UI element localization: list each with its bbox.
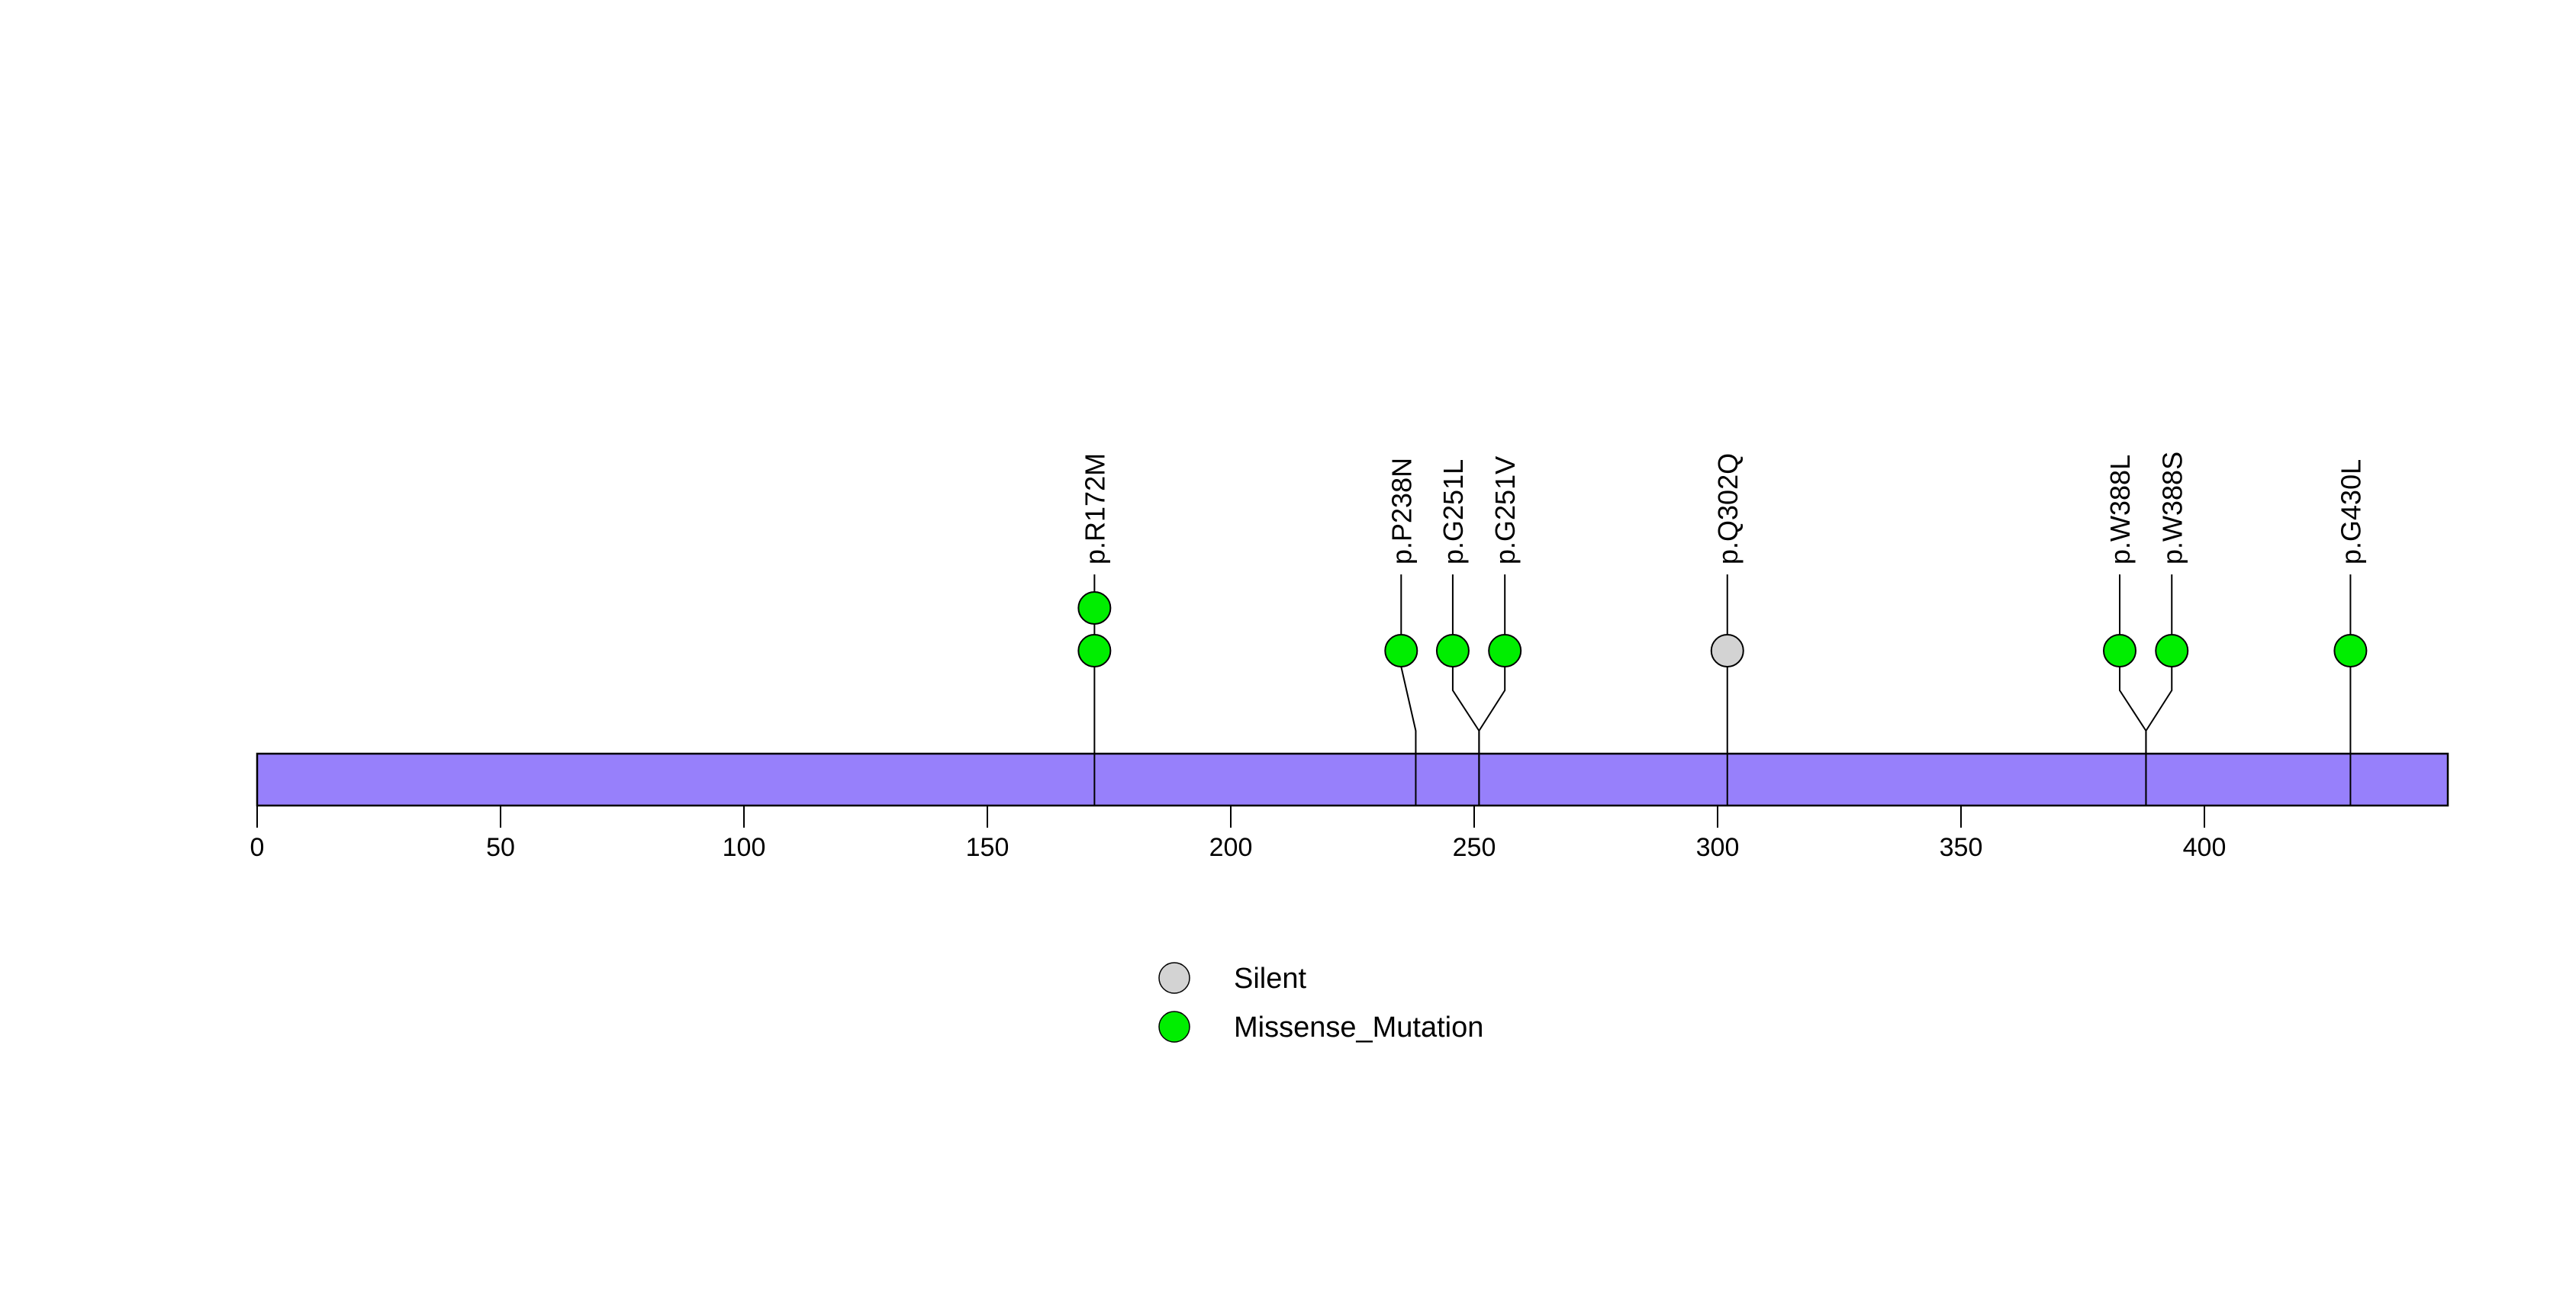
mutation-circle bbox=[1488, 634, 1522, 667]
mutation-stick bbox=[2145, 574, 2173, 806]
mutation-circle bbox=[1435, 634, 1470, 667]
mutation-circle bbox=[2333, 634, 2368, 667]
mutation-circle bbox=[1077, 634, 1112, 667]
mutation-label: p.R172M bbox=[1079, 453, 1110, 564]
mutation-circle bbox=[2155, 634, 2189, 667]
mutation-label: p.G430L bbox=[2335, 459, 2366, 564]
mutation-label: p.Q302Q bbox=[1712, 453, 1744, 564]
mutation-circle bbox=[2102, 634, 2136, 667]
legend-item: Missense_Mutation bbox=[1158, 1011, 1483, 1044]
protein-bar bbox=[256, 752, 2449, 807]
legend-swatch bbox=[1158, 962, 1190, 994]
mutation-circle bbox=[1077, 591, 1112, 625]
axis-tick-label: 150 bbox=[966, 833, 1009, 862]
legend-label: Silent bbox=[1234, 963, 1306, 995]
axis-tick-label: 250 bbox=[1453, 833, 1496, 862]
stick-overlay-layer bbox=[1093, 574, 2352, 806]
mutation-label: p.G251V bbox=[1489, 456, 1521, 564]
mutation-label: p.W388S bbox=[2156, 452, 2188, 564]
mutation-circle bbox=[1710, 634, 1744, 667]
mutation-stick bbox=[1400, 574, 1417, 806]
legend-item: Silent bbox=[1158, 962, 1306, 995]
mutation-label-layer: p.R172M p.P238N p.G251L p.G251V p.Q302Q p.W38… bbox=[1079, 452, 2366, 564]
protein-bar-layer bbox=[256, 752, 2449, 807]
axis-tick-label: 100 bbox=[723, 833, 766, 862]
mutation-label: p.G251L bbox=[1438, 459, 1469, 564]
mutation-circle-layer bbox=[1077, 591, 2368, 667]
mutation-circle bbox=[1384, 634, 1418, 667]
axis-tick-label: 0 bbox=[250, 833, 265, 862]
legend-label: Missense_Mutation bbox=[1234, 1012, 1483, 1044]
axis-tick-label: 300 bbox=[1696, 833, 1740, 862]
mutation-label: p.W388L bbox=[2104, 455, 2136, 564]
axis-tick-label: 50 bbox=[486, 833, 515, 862]
mutation-stick bbox=[1478, 574, 1506, 806]
axis-layer: 0 50 100 150 200 250 300 350 400 bbox=[250, 806, 2227, 862]
axis-tick-label: 400 bbox=[2183, 833, 2227, 862]
axis-tick-label: 350 bbox=[1940, 833, 1983, 862]
axis-tick-label: 200 bbox=[1209, 833, 1253, 862]
mutation-label: p.P238N bbox=[1386, 458, 1417, 564]
legend-swatch bbox=[1158, 1011, 1190, 1043]
